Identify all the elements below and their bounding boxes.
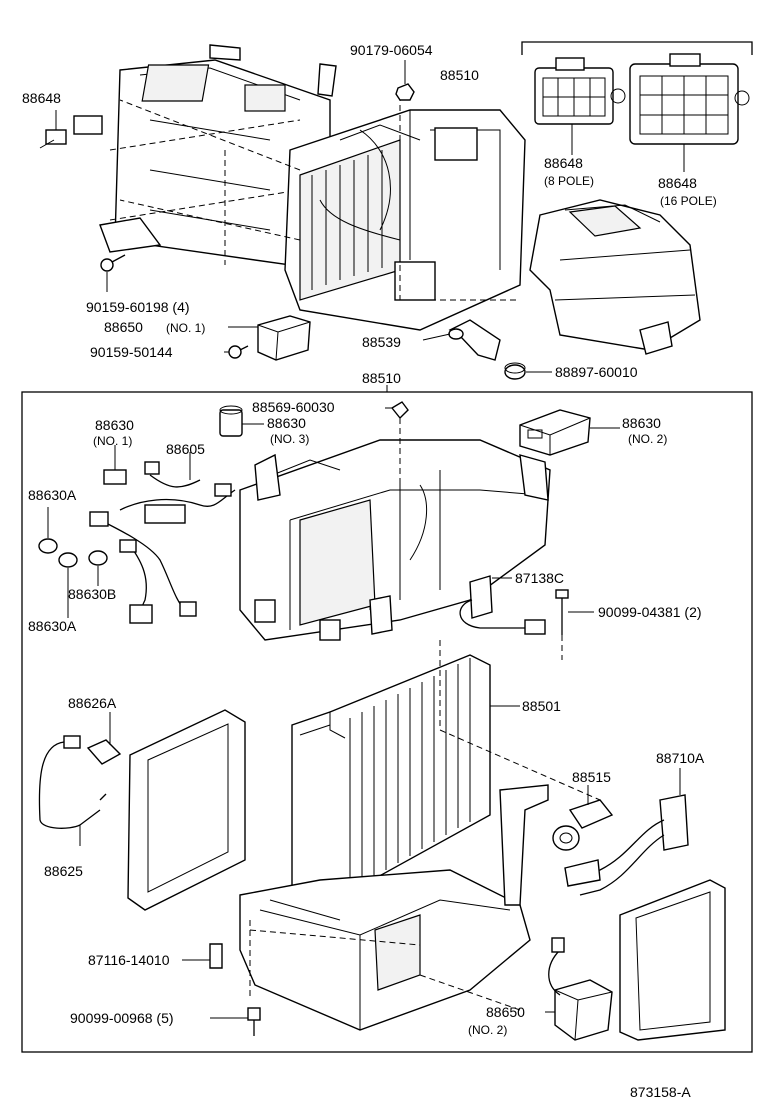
label-88630A-lower: 88630A xyxy=(28,618,77,634)
label-88515: 88515 xyxy=(572,769,611,785)
connector-16-pole-drawing xyxy=(629,53,750,145)
cooler-pipe-drawing xyxy=(564,794,689,896)
temp-sensors-drawing xyxy=(38,538,108,568)
label-88630B: 88630B xyxy=(68,586,116,602)
label-88897-60010: 88897-60010 xyxy=(555,364,638,380)
label-88710A: 88710A xyxy=(656,750,705,766)
expansion-valve-drawing xyxy=(552,799,614,851)
top-unit-case-drawing xyxy=(99,44,337,266)
label-88510-top: 88510 xyxy=(440,67,479,83)
top-evaporator-unit-drawing xyxy=(119,95,526,331)
label-88510-mid: 88510 xyxy=(362,370,401,386)
label-88630-no2-sub: (NO. 2) xyxy=(628,432,667,446)
label-88605: 88605 xyxy=(166,441,205,457)
part-labels: 88648 90179-06054 88510 88648 (8 POLE) 8… xyxy=(22,42,717,1100)
label-88630-no1: 88630 xyxy=(95,417,134,433)
small-connector-drawing xyxy=(39,115,103,149)
label-88630-no3-sub: (NO. 3) xyxy=(270,432,309,446)
label-88648-8-pole: 88648 xyxy=(544,155,583,171)
label-90179-06054: 90179-06054 xyxy=(350,42,433,58)
label-88630-no1-sub: (NO. 1) xyxy=(93,434,132,448)
ecu-no2-drawing xyxy=(548,937,613,1041)
wire-harness-drawing xyxy=(89,461,236,624)
connector-8-pole-drawing xyxy=(534,57,626,125)
label-90099-04381: 90099-04381 (2) xyxy=(598,604,702,620)
label-88630A-upper: 88630A xyxy=(28,487,77,503)
label-88650-no2-sub: (NO. 2) xyxy=(468,1023,507,1037)
drain-hose-drawing xyxy=(448,319,501,361)
clip-87116-drawing xyxy=(209,943,223,969)
clip-88569-drawing xyxy=(390,401,409,420)
bolt-90099-04381-drawing xyxy=(555,589,569,635)
connector-bracket xyxy=(521,41,753,55)
sensor-no2-drawing xyxy=(519,409,591,456)
bolt-90159-60198-drawing xyxy=(100,254,126,272)
relay-88626a-drawing xyxy=(38,735,122,829)
plug-88897-drawing xyxy=(504,362,526,380)
label-88625: 88625 xyxy=(44,863,83,879)
label-88648-8-pole-sub: (8 POLE) xyxy=(544,174,594,188)
diagram-id: 873158-A xyxy=(630,1084,691,1100)
sensor-no3-drawing xyxy=(219,405,243,437)
label-87116-14010: 87116-14010 xyxy=(88,952,170,968)
label-88539: 88539 xyxy=(362,334,401,350)
label-88569-60030: 88569-60030 xyxy=(252,399,335,415)
label-88630-no3: 88630 xyxy=(267,415,306,431)
label-87138C: 87138C xyxy=(515,570,564,586)
blower-duct-drawing xyxy=(529,199,701,355)
label-90159-60198: 90159-60198 (4) xyxy=(86,299,190,315)
label-88648-16-pole-sub: (16 POLE) xyxy=(660,194,717,208)
screw-90099-00968-drawing xyxy=(247,1007,261,1036)
lower-case-drawing xyxy=(239,784,549,1031)
right-air-filter-frame xyxy=(619,879,726,1041)
label-88650-no1-sub: (NO. 1) xyxy=(166,321,205,335)
label-88650-no2: 88650 xyxy=(486,1004,525,1020)
label-88648-16-pole: 88648 xyxy=(658,175,697,191)
label-88650-no1: 88650 xyxy=(104,319,143,335)
upper-case-drawing xyxy=(239,439,551,641)
sensor-87138c-drawing xyxy=(459,575,546,635)
ecu-no1-drawing xyxy=(257,315,311,361)
label-90159-50144: 90159-50144 xyxy=(90,344,173,360)
label-88630-no2: 88630 xyxy=(622,415,661,431)
nut-drawing xyxy=(395,83,415,101)
evaporator-core-drawing xyxy=(291,654,491,901)
label-88648-top: 88648 xyxy=(22,90,61,106)
label-88626A: 88626A xyxy=(68,695,117,711)
left-air-filter-frame xyxy=(127,709,246,911)
label-88501: 88501 xyxy=(522,698,561,714)
label-90099-00968: 90099-00968 (5) xyxy=(70,1010,174,1026)
screw-90159-50144-drawing xyxy=(228,345,249,359)
